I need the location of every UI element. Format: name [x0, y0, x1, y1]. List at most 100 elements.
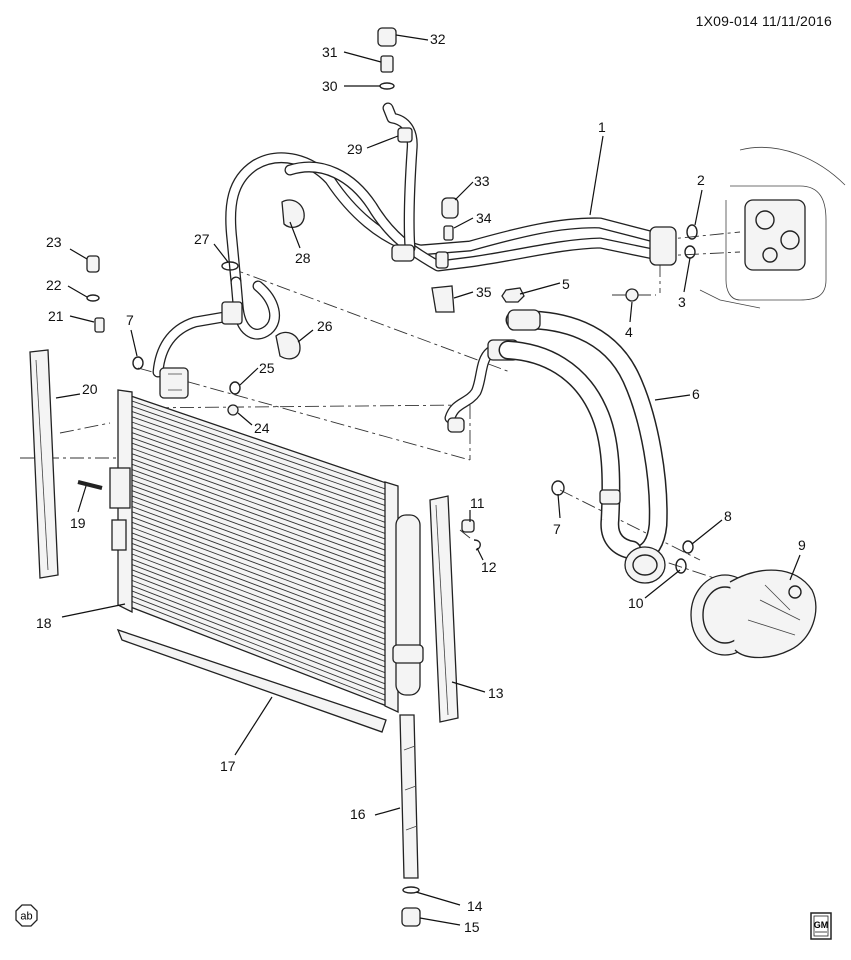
gm-logo: GM [810, 912, 832, 940]
callout-6: 6 [692, 386, 700, 402]
condenser-fin [129, 442, 391, 536]
part-28-clip [281, 199, 305, 229]
callout-17: 17 [220, 758, 236, 774]
condenser-fin [129, 568, 391, 670]
ab-badge: ab [15, 904, 38, 927]
refrigerant-line-assembly [152, 102, 677, 378]
condenser-fin [129, 552, 391, 653]
condenser-fin [129, 584, 391, 687]
callout-15: 15 [464, 919, 480, 935]
callout-13: 13 [488, 685, 504, 701]
callout-labels: 1 2 3 4 5 6 7 7 8 9 10 11 12 13 14 15 16… [36, 31, 806, 935]
condenser-fin [129, 452, 391, 547]
part-21-valve [94, 317, 105, 333]
part-24-seal [227, 404, 239, 416]
condenser-fin [129, 573, 391, 675]
callout-1: 1 [598, 119, 606, 135]
callout-23: 23 [46, 234, 62, 250]
callout-10: 10 [628, 595, 644, 611]
callout-8: 8 [724, 508, 732, 524]
part-11-bolt [461, 519, 475, 533]
condenser-fin [129, 447, 391, 542]
evaporator-mount [699, 146, 846, 309]
part-14-seal [402, 886, 420, 894]
condenser-fin [129, 515, 391, 614]
callout-33: 33 [474, 173, 490, 189]
condenser-fin [129, 463, 391, 558]
condenser-fin [129, 505, 391, 603]
callout-20: 20 [82, 381, 98, 397]
gm-logo-text: GM [814, 920, 829, 930]
condenser-fin [129, 478, 391, 575]
callout-35: 35 [476, 284, 492, 300]
condenser-fin [129, 531, 391, 631]
condenser-fin [129, 457, 391, 553]
part-29-clip [397, 127, 413, 143]
callout-7a: 7 [126, 312, 134, 328]
condenser-fin [129, 547, 391, 648]
part-10-seal [675, 558, 687, 574]
part-22-seal [86, 294, 100, 302]
callout-14: 14 [467, 898, 483, 914]
condenser-fin [129, 558, 391, 659]
part-7-seal-left [132, 356, 144, 370]
condenser-fin [129, 399, 391, 492]
callout-25: 25 [259, 360, 275, 376]
part-23-sensor [86, 255, 100, 273]
condenser-fin [129, 410, 391, 503]
condenser-fin [129, 484, 391, 581]
condenser-fin [129, 436, 391, 531]
condenser-fin [129, 468, 391, 564]
condenser-fin [129, 521, 391, 620]
condenser-fin [129, 542, 391, 642]
part-19-bolt [77, 480, 103, 490]
part-26-bracket [275, 331, 301, 360]
callout-3: 3 [678, 294, 686, 310]
condenser-fin [129, 420, 391, 514]
callout-30: 30 [322, 78, 338, 94]
callout-24: 24 [254, 420, 270, 436]
liquid-line [159, 339, 519, 433]
hardware [77, 27, 698, 927]
callout-34: 34 [476, 210, 492, 226]
callout-29: 29 [347, 141, 363, 157]
condenser-fin [129, 537, 391, 636]
part-2-seal [686, 224, 698, 240]
callout-21: 21 [48, 308, 64, 324]
part-15-plug [401, 907, 421, 927]
condenser-fin [129, 489, 391, 586]
condenser-fin [129, 431, 391, 525]
receiver-drier [392, 514, 424, 879]
condenser-fin [129, 500, 391, 597]
part-27-seal [221, 261, 239, 271]
callout-32: 32 [430, 31, 446, 47]
condenser-fin [129, 579, 391, 681]
part-35-bracket [431, 285, 455, 313]
callout-22: 22 [46, 277, 62, 293]
callout-5: 5 [562, 276, 570, 292]
callout-4: 4 [625, 324, 633, 340]
condenser-fin [129, 526, 391, 625]
callout-18: 18 [36, 615, 52, 631]
part-3-seal [684, 245, 696, 259]
part-30-seal [379, 82, 395, 90]
callout-7b: 7 [553, 521, 561, 537]
condenser-fin [129, 595, 391, 698]
part-5-nut [501, 287, 525, 303]
callout-28: 28 [295, 250, 311, 266]
condenser-fin [129, 405, 391, 497]
part-34-valve [443, 225, 454, 241]
part-31-valve [380, 55, 394, 73]
part-4-stud [625, 288, 639, 302]
part-25-seal [229, 381, 241, 395]
condenser [109, 389, 399, 714]
callout-27: 27 [194, 231, 210, 247]
part-33-cap [441, 197, 459, 219]
condenser-fin [129, 600, 391, 703]
part-7-seal-right [551, 480, 565, 496]
callout-9: 9 [798, 537, 806, 553]
callout-16: 16 [350, 806, 366, 822]
callout-26: 26 [317, 318, 333, 334]
